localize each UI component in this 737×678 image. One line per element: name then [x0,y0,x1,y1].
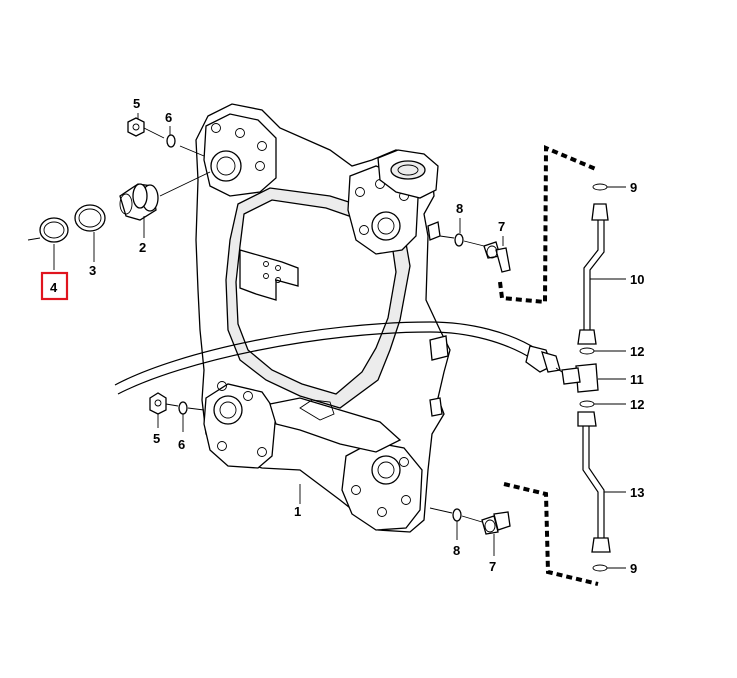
ring-part-3 [74,204,106,262]
callout-10: 10 [630,272,644,287]
callout-4: 4 [50,280,58,295]
callout-8-top: 8 [456,201,463,216]
callout-13: 13 [630,485,644,500]
callout-5-bottom: 5 [153,431,160,446]
bolt-washer-bottom [149,392,205,432]
axle-frame [195,103,451,533]
callout-3: 3 [89,263,96,278]
callout-9-bottom: 9 [630,561,637,576]
hydraulic-hose [114,321,561,395]
callout-11: 11 [630,372,644,387]
elbow-fitting-bottom [429,507,511,556]
bolt-washer-top [127,113,205,157]
callout-6-bottom: 6 [178,437,185,452]
callout-2: 2 [139,240,146,255]
pipe-assembly [555,183,626,572]
callout-6-top: 6 [165,110,172,125]
callout-5-top: 5 [133,96,140,111]
callout-1: 1 [294,504,301,519]
dashed-connection-lines [498,144,599,586]
sleeve-part-2 [119,171,211,238]
callout-9-top: 9 [630,180,637,195]
callout-7-top: 7 [498,219,505,234]
callout-labels: 1 2 3 4 5 6 5 6 8 7 8 7 9 10 12 11 12 13… [50,96,644,576]
highlight-box-callout-4 [40,271,69,301]
snap-ring-part-4 [27,217,69,270]
callout-12-top: 12 [630,344,644,359]
callout-8-bottom: 8 [453,543,460,558]
elbow-fitting-top [439,218,511,273]
callout-12-bottom: 12 [630,397,644,412]
callout-7-bottom: 7 [489,559,496,574]
